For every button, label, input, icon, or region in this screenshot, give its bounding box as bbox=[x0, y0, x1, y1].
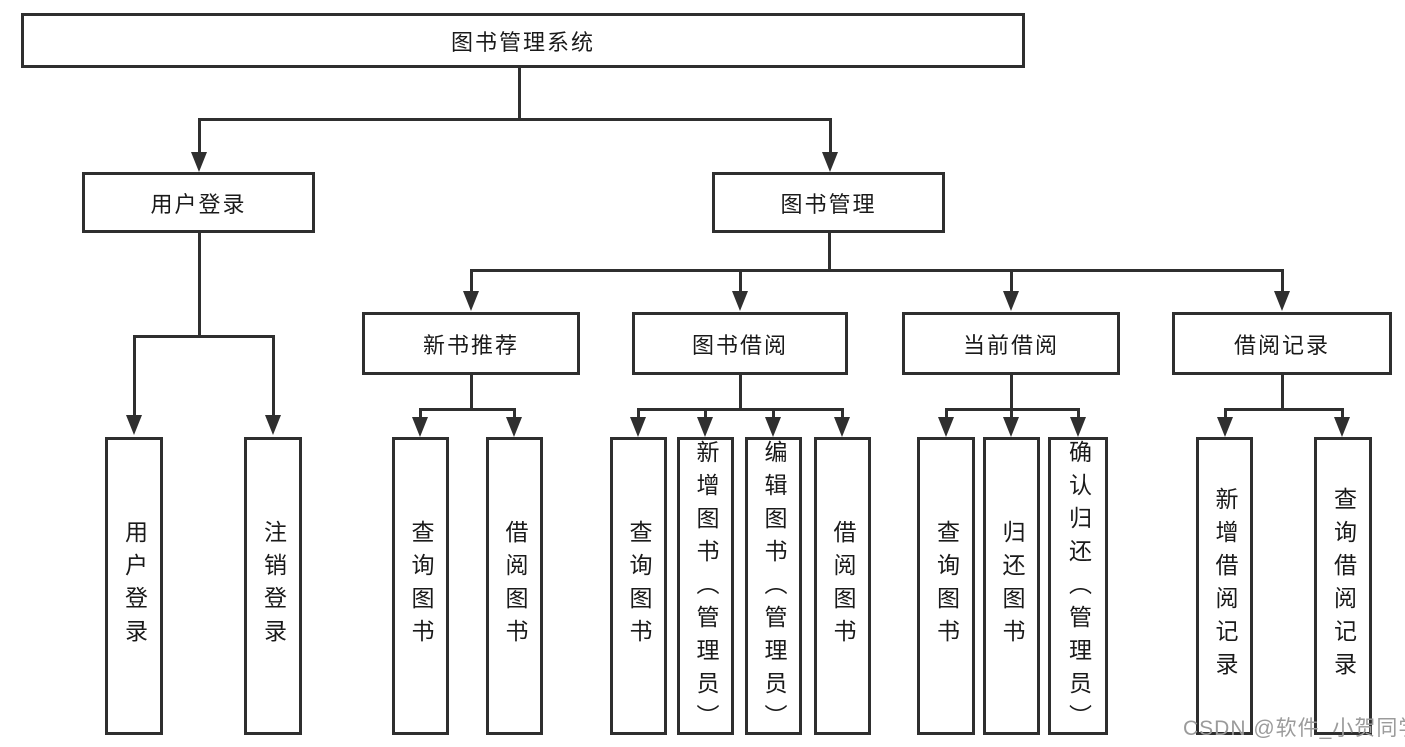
leaf-label-bb-edit-book: 编辑图书（管理员） bbox=[761, 440, 787, 737]
connector-leaf-user-login-drop bbox=[133, 335, 136, 419]
leaf-label-cb-confirm-return: 确认归还（管理员） bbox=[1065, 440, 1092, 737]
leaf-label-bb-add-book: 新增图书（管理员） bbox=[693, 440, 719, 737]
connector-user-login-rail bbox=[133, 335, 274, 338]
leaf-box-bb-query-book: 查询图书 bbox=[610, 437, 667, 735]
leaf-box-cb-query-book: 查询图书 bbox=[917, 437, 975, 735]
leaf-label-br-query-record: 查询借阅记录 bbox=[1330, 487, 1357, 685]
connector-book-mgmt-drop bbox=[829, 118, 832, 156]
arrowhead-current-borrow bbox=[1003, 291, 1019, 311]
leaf-label-cb-query-book: 查询图书 bbox=[933, 520, 960, 652]
connector-new-book-rec-drop bbox=[470, 269, 473, 295]
arrowhead-cb-return bbox=[1003, 417, 1019, 437]
connector-br-query-drop bbox=[1341, 408, 1344, 420]
node-box-current-borrow: 当前借阅 bbox=[902, 312, 1120, 375]
connector-bb-borrow-drop bbox=[841, 408, 844, 420]
arrowhead-br-query bbox=[1334, 417, 1350, 437]
node-box-book-borrow: 图书借阅 bbox=[632, 312, 848, 375]
leaf-box-bb-add-book: 新增图书（管理员） bbox=[677, 437, 734, 737]
connector-bb-edit-drop bbox=[772, 408, 775, 420]
connector-book-borrow-rail bbox=[637, 408, 843, 411]
connector-new-book-rec-stem bbox=[470, 373, 473, 411]
leaf-label-user-login: 用户登录 bbox=[121, 520, 148, 652]
leaf-label-rec-borrow-book: 借阅图书 bbox=[502, 520, 528, 652]
connector-level2-rail bbox=[198, 118, 831, 121]
leaf-box-rec-borrow-book: 借阅图书 bbox=[486, 437, 543, 735]
connector-borrow-record-stem bbox=[1281, 373, 1284, 411]
arrowhead-br-add bbox=[1217, 417, 1233, 437]
node-label-root: 图书管理系统 bbox=[450, 29, 595, 55]
node-label-user-login: 用户登录 bbox=[150, 191, 247, 217]
node-box-new-book-rec: 新书推荐 bbox=[362, 312, 580, 375]
connector-new-book-rec-rail bbox=[419, 408, 516, 411]
connector-rec-borrow-drop bbox=[513, 408, 516, 420]
arrowhead-leaf-logout bbox=[265, 415, 281, 435]
connector-user-login-stem bbox=[198, 231, 201, 337]
leaf-box-bb-edit-book: 编辑图书（管理员） bbox=[745, 437, 802, 737]
leaf-box-br-add-record: 新增借阅记录 bbox=[1196, 437, 1253, 735]
leaf-box-user-login: 用户登录 bbox=[105, 437, 163, 735]
connector-leaf-logout-drop bbox=[272, 335, 275, 419]
arrowhead-rec-borrow bbox=[506, 417, 522, 437]
connector-bb-query-drop bbox=[637, 408, 640, 420]
connector-borrow-record-rail bbox=[1224, 408, 1343, 411]
connector-borrow-record-drop bbox=[1281, 269, 1284, 295]
arrowhead-bb-borrow bbox=[834, 417, 850, 437]
node-label-book-mgmt: 图书管理 bbox=[780, 191, 877, 217]
connector-cb-return-drop bbox=[1010, 408, 1013, 420]
arrowhead-bb-edit bbox=[765, 417, 781, 437]
node-box-user-login: 用户登录 bbox=[82, 172, 315, 233]
node-box-book-mgmt: 图书管理 bbox=[712, 172, 945, 233]
arrowhead-user-login bbox=[191, 152, 207, 172]
connector-user-login-drop bbox=[198, 118, 201, 156]
watermark-text: CSDN @软件_小贺同学 bbox=[1183, 717, 1405, 740]
arrowhead-bb-add bbox=[697, 417, 713, 437]
arrowhead-bb-query bbox=[630, 417, 646, 437]
node-label-new-book-rec: 新书推荐 bbox=[422, 332, 519, 358]
arrowhead-borrow-record bbox=[1274, 291, 1290, 311]
connector-current-borrow-stem bbox=[1010, 373, 1013, 411]
node-label-book-borrow: 图书借阅 bbox=[691, 332, 788, 358]
leaf-box-rec-query-book: 查询图书 bbox=[392, 437, 449, 735]
leaf-label-br-add-record: 新增借阅记录 bbox=[1212, 487, 1238, 685]
connector-bb-add-drop bbox=[704, 408, 707, 420]
connector-level3-rail bbox=[470, 269, 1283, 272]
leaf-box-cb-return-book: 归还图书 bbox=[983, 437, 1040, 735]
arrowhead-cb-confirm bbox=[1070, 417, 1086, 437]
arrowhead-book-mgmt bbox=[822, 152, 838, 172]
node-label-current-borrow: 当前借阅 bbox=[962, 332, 1059, 358]
connector-root-stem bbox=[518, 66, 521, 120]
leaf-box-bb-borrow-book: 借阅图书 bbox=[814, 437, 871, 735]
leaf-box-cb-confirm-return: 确认归还（管理员） bbox=[1048, 437, 1108, 737]
leaf-label-logout: 注销登录 bbox=[260, 520, 287, 652]
leaf-box-logout: 注销登录 bbox=[244, 437, 302, 735]
connector-rec-query-drop bbox=[419, 408, 422, 420]
connector-cb-query-drop bbox=[945, 408, 948, 420]
arrowhead-rec-query bbox=[412, 417, 428, 437]
arrowhead-cb-query bbox=[938, 417, 954, 437]
node-box-borrow-record: 借阅记录 bbox=[1172, 312, 1392, 375]
leaf-label-rec-query-book: 查询图书 bbox=[408, 520, 434, 652]
connector-book-mgmt-stem bbox=[828, 231, 831, 272]
arrowhead-book-borrow bbox=[732, 291, 748, 311]
connector-cb-confirm-drop bbox=[1077, 408, 1080, 420]
connector-current-borrow-drop bbox=[1010, 269, 1013, 295]
node-label-borrow-record: 借阅记录 bbox=[1233, 332, 1330, 358]
connector-book-borrow-drop bbox=[739, 269, 742, 295]
node-box-root: 图书管理系统 bbox=[21, 13, 1025, 68]
leaf-label-bb-query-book: 查询图书 bbox=[626, 520, 652, 652]
leaf-label-bb-borrow-book: 借阅图书 bbox=[830, 520, 856, 652]
leaf-box-br-query-record: 查询借阅记录 bbox=[1314, 437, 1372, 735]
arrowhead-new-book-rec bbox=[463, 291, 479, 311]
connector-br-add-drop bbox=[1224, 408, 1227, 420]
leaf-label-cb-return-book: 归还图书 bbox=[999, 520, 1025, 652]
connector-book-borrow-stem bbox=[739, 373, 742, 411]
arrowhead-leaf-user-login bbox=[126, 415, 142, 435]
